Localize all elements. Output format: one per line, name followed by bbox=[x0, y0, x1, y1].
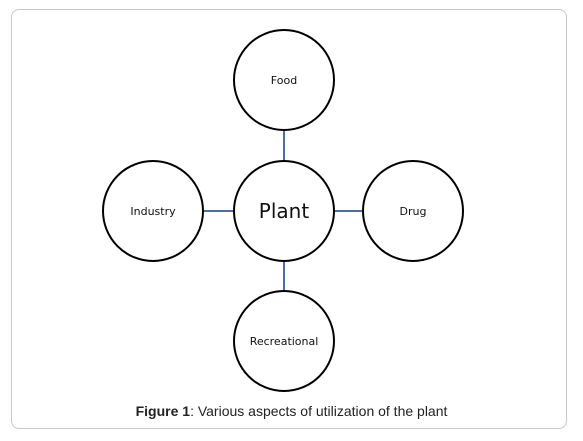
node-plant-label: Plant bbox=[259, 199, 310, 223]
node-food-label: Food bbox=[271, 74, 297, 87]
figure-caption-text: : Various aspects of utilization of the … bbox=[190, 403, 448, 419]
node-industry-label: Industry bbox=[130, 205, 176, 218]
node-drug-label: Drug bbox=[400, 205, 427, 218]
node-food-circle bbox=[233, 29, 335, 131]
node-drug-circle bbox=[362, 160, 464, 262]
figure-number: Figure 1 bbox=[135, 403, 191, 419]
node-recreational-label: Recreational bbox=[250, 335, 319, 348]
figure-caption: Figure 1: Various aspects of utilization… bbox=[0, 403, 583, 419]
node-plant-circle bbox=[233, 160, 335, 262]
node-recreational-circle bbox=[233, 290, 335, 392]
node-industry-circle bbox=[102, 160, 204, 262]
